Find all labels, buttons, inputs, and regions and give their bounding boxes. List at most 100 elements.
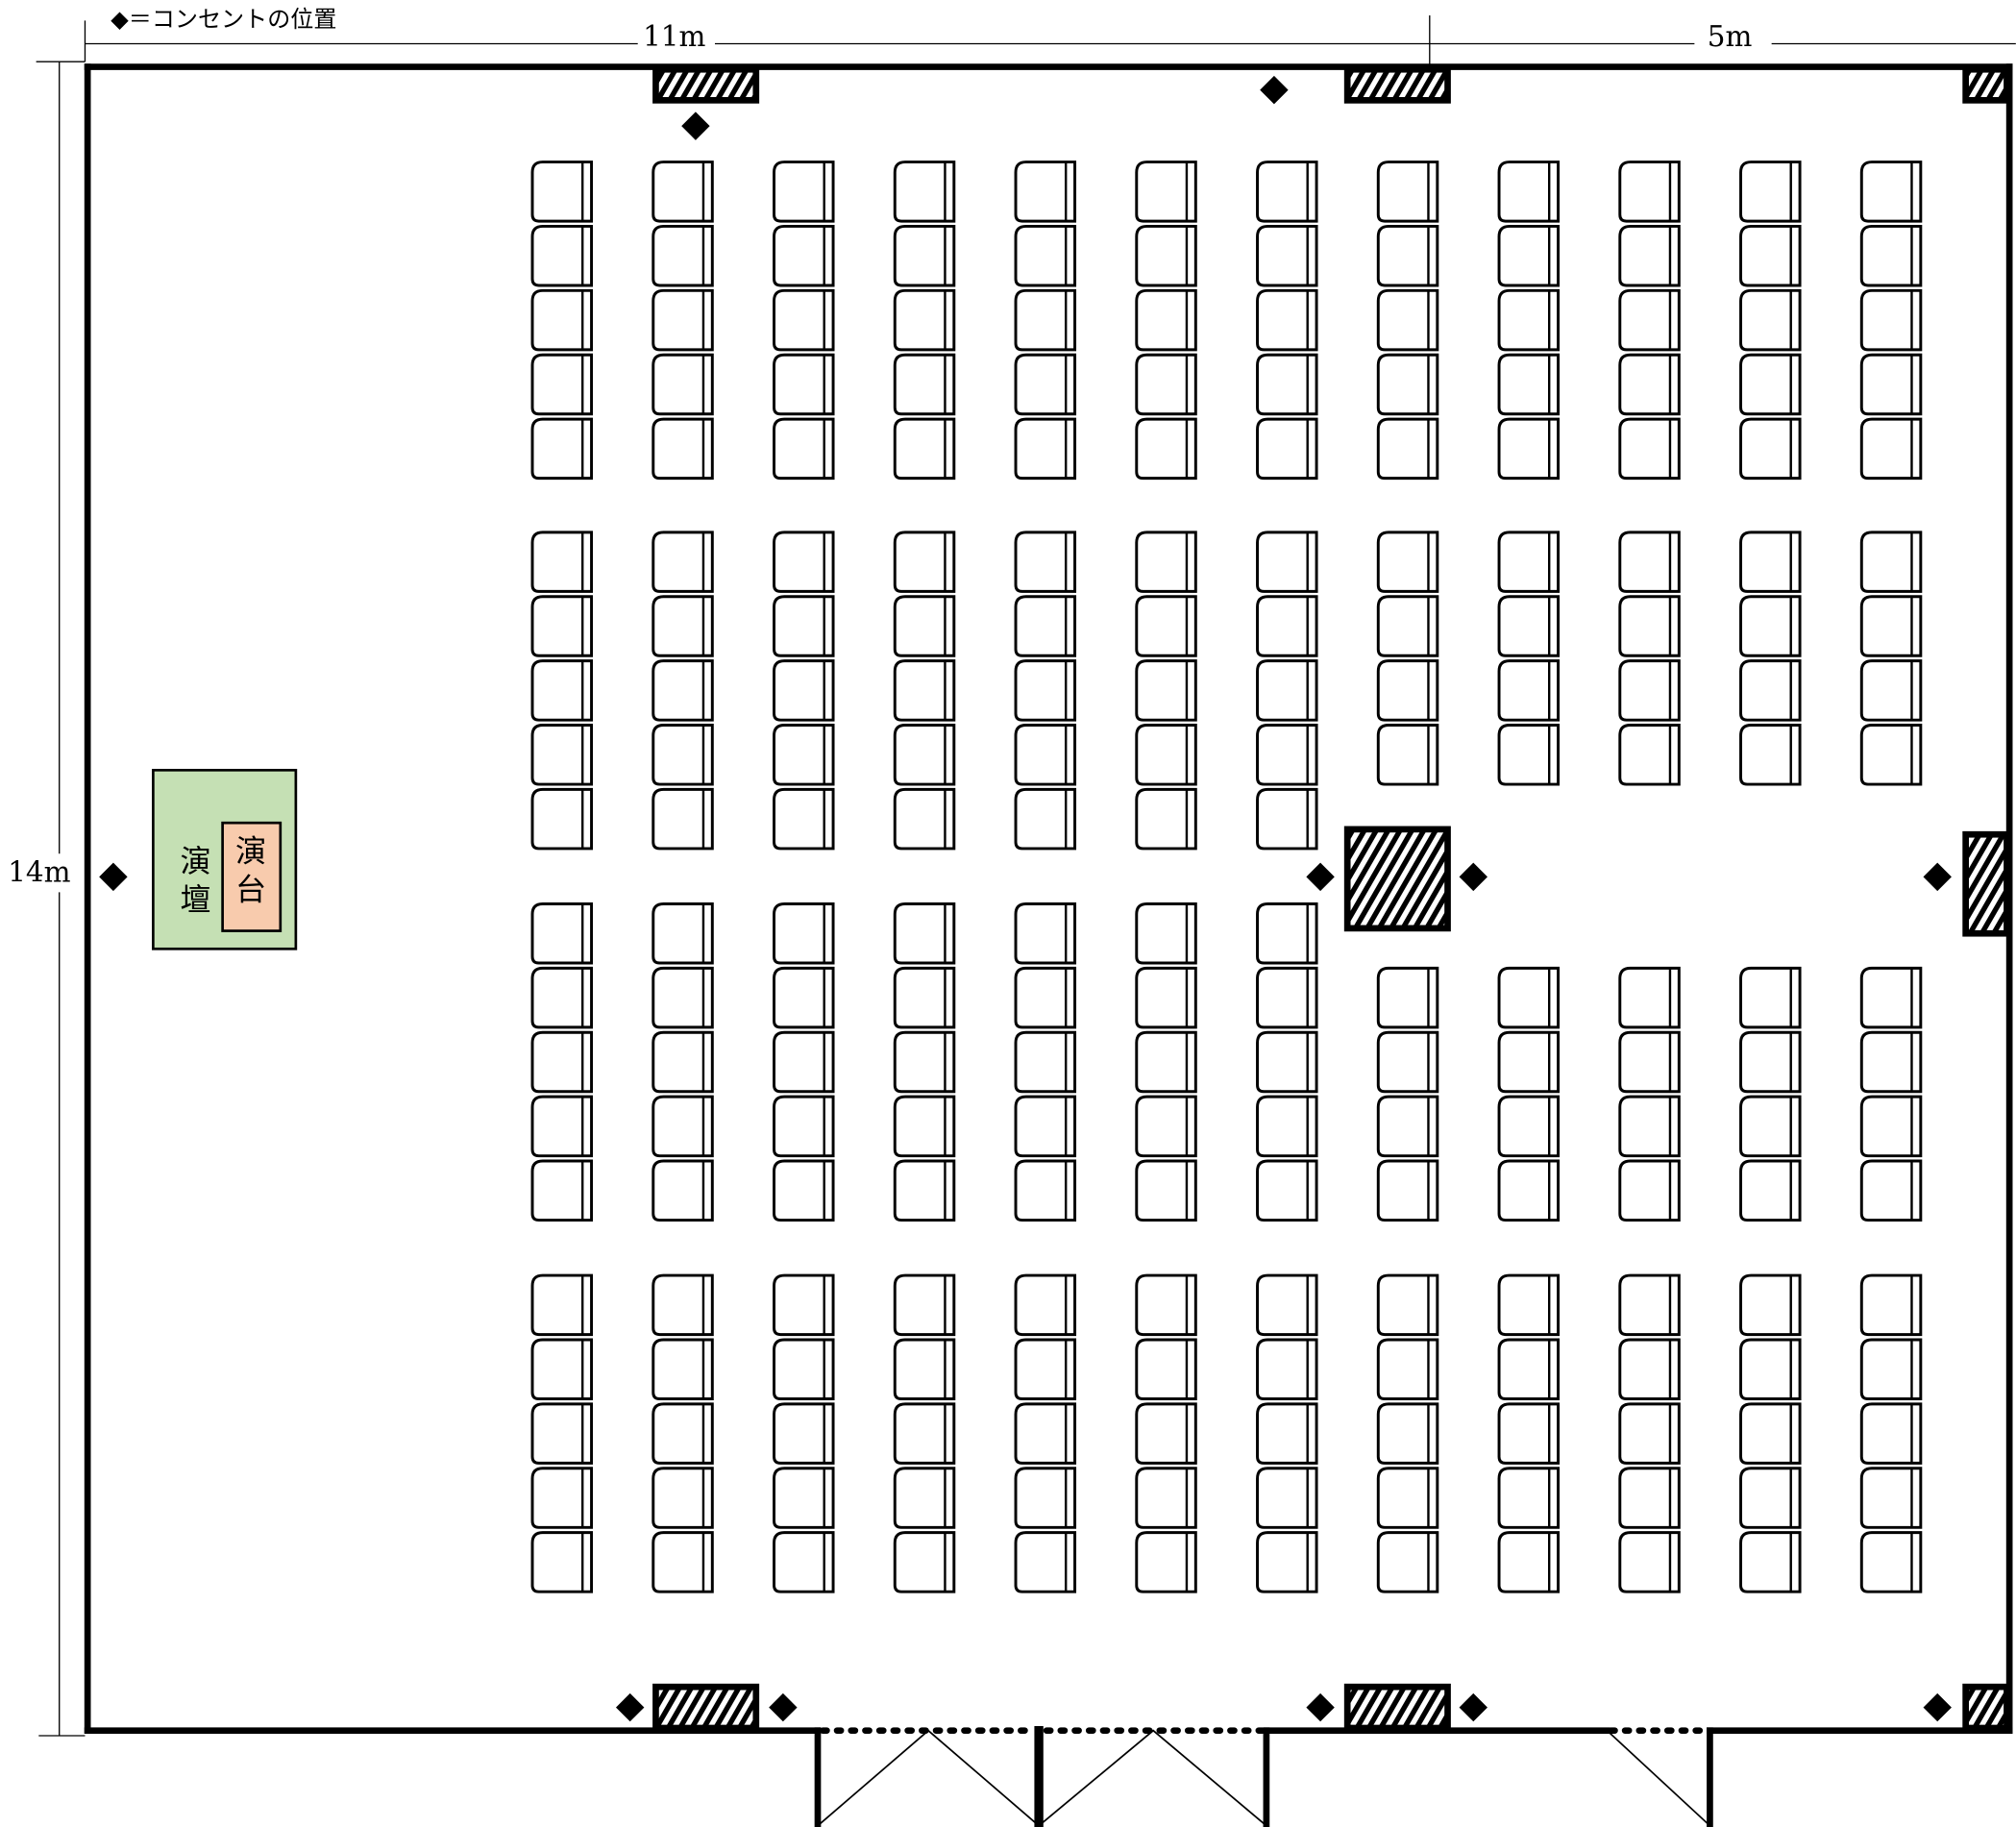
pillar [1343, 65, 1451, 104]
pillars [652, 65, 2010, 1732]
chair [1497, 224, 1561, 287]
chair [530, 1095, 594, 1158]
lectern [221, 821, 283, 932]
chair [1859, 353, 1923, 416]
chair [1618, 1030, 1681, 1094]
chair [773, 724, 835, 786]
chair [530, 1030, 594, 1094]
chair [1135, 901, 1197, 965]
chair [893, 353, 956, 416]
chair [652, 417, 714, 481]
chair [652, 1273, 714, 1337]
chair [773, 531, 835, 593]
chair [1497, 724, 1561, 786]
chair [1497, 659, 1561, 722]
chair [1256, 1467, 1318, 1529]
chair [1497, 160, 1561, 223]
outlet-icon [681, 111, 710, 140]
chair [1014, 966, 1077, 1029]
chair [1739, 1273, 1802, 1337]
chair [1376, 1338, 1439, 1400]
chair [1859, 724, 1923, 786]
chair [1256, 531, 1318, 593]
chair [1256, 966, 1318, 1029]
pillar [652, 65, 760, 104]
chair [652, 595, 714, 657]
door-swing [817, 1729, 1040, 1827]
chair [652, 160, 714, 223]
chair [1618, 966, 1681, 1029]
chair [1256, 1159, 1318, 1222]
chair [1618, 595, 1681, 657]
chair [1618, 531, 1681, 593]
chair [1618, 224, 1681, 287]
chair [773, 966, 835, 1029]
chair [1618, 288, 1681, 352]
chair [1135, 659, 1197, 722]
chair [1497, 1095, 1561, 1158]
chair [1497, 531, 1561, 593]
doors [817, 1727, 1711, 1827]
chair [1739, 966, 1802, 1029]
chair [1739, 724, 1802, 786]
chair [652, 224, 714, 287]
outlet-icon [769, 1692, 798, 1722]
chair [893, 659, 956, 722]
chair [893, 288, 956, 352]
outlet-icon [615, 1692, 645, 1722]
chair [1014, 531, 1077, 593]
chair [652, 724, 714, 786]
chair [773, 1095, 835, 1158]
chair [1135, 531, 1197, 593]
chair [893, 1095, 956, 1158]
chair [652, 288, 714, 352]
chair [1135, 1159, 1197, 1222]
chair [773, 1531, 835, 1593]
chair [1739, 531, 1802, 593]
chair [1014, 659, 1077, 722]
chair [1859, 288, 1923, 352]
chair [1618, 659, 1681, 722]
chair [1497, 1338, 1561, 1400]
chair [652, 1402, 714, 1465]
stage-label: 壇 [180, 881, 210, 918]
chair [1256, 724, 1318, 786]
chair [773, 160, 835, 223]
chair [530, 901, 594, 965]
chair [1135, 1402, 1197, 1465]
chair [1014, 1467, 1077, 1529]
chair [530, 1531, 594, 1593]
chair [1256, 1338, 1318, 1400]
chair [1618, 1467, 1681, 1529]
chair [1135, 966, 1197, 1029]
chair [1497, 353, 1561, 416]
chair [652, 966, 714, 1029]
chair [1014, 1030, 1077, 1094]
chair [893, 901, 956, 965]
chair [893, 224, 956, 287]
chair [1497, 595, 1561, 657]
chair [893, 1159, 956, 1222]
height-label-14m: 14m [8, 856, 70, 889]
chair [773, 1030, 835, 1094]
chair [773, 1467, 835, 1529]
chair [1135, 1338, 1197, 1400]
width-label-5m: 5m [1708, 20, 1753, 53]
chair [652, 531, 714, 593]
chair [1135, 787, 1197, 851]
chair [1497, 1531, 1561, 1593]
chair [893, 724, 956, 786]
chair [1014, 595, 1077, 657]
chair [1618, 1095, 1681, 1158]
chair [1739, 160, 1802, 223]
chair [530, 1273, 594, 1337]
chair [893, 1531, 956, 1593]
chair [1256, 1531, 1318, 1593]
chair [1739, 1467, 1802, 1529]
chair [530, 1159, 594, 1222]
lectern-label: 演 [235, 832, 266, 869]
chair [1376, 531, 1439, 593]
pillar [1962, 830, 2010, 937]
chair [1376, 1402, 1439, 1465]
chair [1859, 659, 1923, 722]
